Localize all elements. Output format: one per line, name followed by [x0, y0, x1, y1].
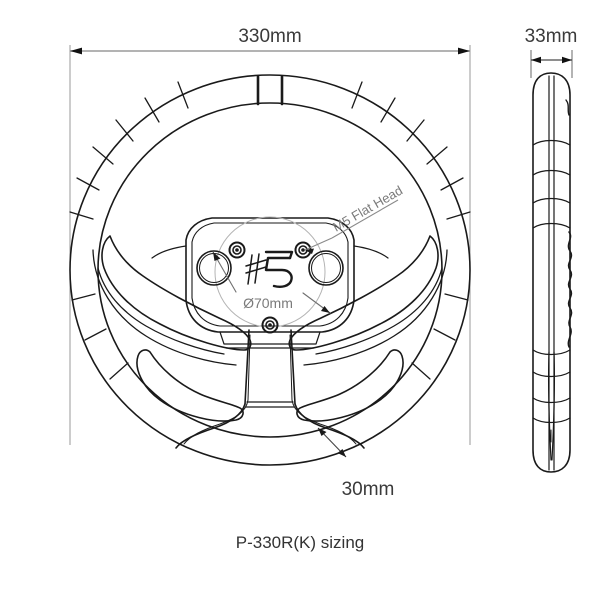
arrowhead-bolt-circle-upper-icon — [213, 252, 221, 261]
bolt-circle-dimension — [212, 251, 331, 314]
spoke-bottom-flare-right — [294, 403, 365, 449]
rim-segment-dividers-lower-right — [411, 293, 469, 380]
rim-center-marker — [256, 75, 284, 106]
hub-button-right-inner — [311, 253, 341, 283]
arrowhead-depth-left-icon — [531, 56, 541, 64]
arrowhead-right-icon — [458, 47, 470, 55]
spoke-opening-lower-right — [296, 349, 404, 422]
side-spoke-taper-lines — [548, 351, 555, 461]
hub-bottom-band — [219, 331, 321, 345]
rim-segment-dividers-upper-right — [351, 81, 471, 220]
steering-wheel-side-view — [532, 72, 573, 473]
bolt-hole-upper-left — [228, 241, 246, 259]
arrowhead-bolt-circle-lower-icon — [321, 306, 330, 313]
side-profile-outline — [532, 72, 571, 473]
arrowhead-rim-lower-icon — [337, 449, 346, 457]
arrowhead-fastener-icon — [305, 248, 314, 254]
spoke-opening-lower-left — [136, 349, 244, 422]
rim-outer-edge — [69, 74, 471, 466]
hub-button-left[interactable] — [196, 250, 232, 286]
side-rim-segment-lines-upper — [532, 139, 571, 229]
rim-segment-dividers-upper-left — [69, 81, 189, 220]
arrowhead-depth-right-icon — [562, 56, 572, 64]
spoke-bottom-right-edge — [290, 329, 296, 405]
arrowhead-left-icon — [70, 47, 82, 55]
rim-thickness-dimension: 30mm — [317, 427, 395, 500]
spoke-arm-left-inner — [97, 267, 225, 355]
bolt-circle-construction — [214, 216, 326, 328]
fastener-leader-shelf — [331, 199, 399, 239]
bolt-circle-dimension-label: Ø70mm — [243, 295, 293, 311]
hub-plate-outer — [185, 217, 355, 333]
spoke-bottom-flare-left — [175, 403, 246, 449]
bolt-hole-bottom — [261, 316, 279, 334]
side-upper-notch — [565, 99, 570, 116]
depth-dimension-33mm: 33mm — [525, 26, 578, 78]
spoke-bottom-flare-right-inner — [291, 399, 357, 445]
rim-thickness-label: 30mm — [342, 479, 395, 500]
width-dimension-label: 330mm — [238, 26, 301, 47]
brand-logo — [245, 250, 294, 288]
spoke-arm-left-outer — [92, 249, 237, 366]
width-dimension-330mm: 330mm — [69, 26, 471, 445]
spoke-bottom-right-inner — [289, 334, 293, 401]
spoke-bottom-left-inner — [247, 334, 251, 401]
arrowhead-rim-upper-icon — [318, 428, 327, 436]
spoke-bottom-left-edge — [244, 329, 250, 405]
spoke-bottom-flare-left-inner — [183, 399, 249, 445]
steering-wheel-front-view — [69, 74, 471, 466]
side-grip-contour — [567, 231, 573, 348]
spoke-bottom-cross-band — [245, 401, 295, 408]
spoke-arm-right-inner — [315, 267, 443, 355]
hub-plate-inner — [191, 222, 349, 327]
hub-button-right[interactable] — [308, 250, 344, 286]
drawing-caption: P-330R(K) sizing — [236, 533, 365, 552]
side-rim-segment-lines-lower — [532, 349, 571, 424]
rim-segment-dividers-lower-left — [71, 293, 129, 380]
depth-dimension-label: 33mm — [525, 26, 578, 47]
spoke-arm-right-outer — [303, 249, 448, 366]
fastener-leader-line — [304, 237, 333, 251]
hub-wing-right — [353, 245, 389, 259]
hub-wing-left — [151, 245, 187, 259]
